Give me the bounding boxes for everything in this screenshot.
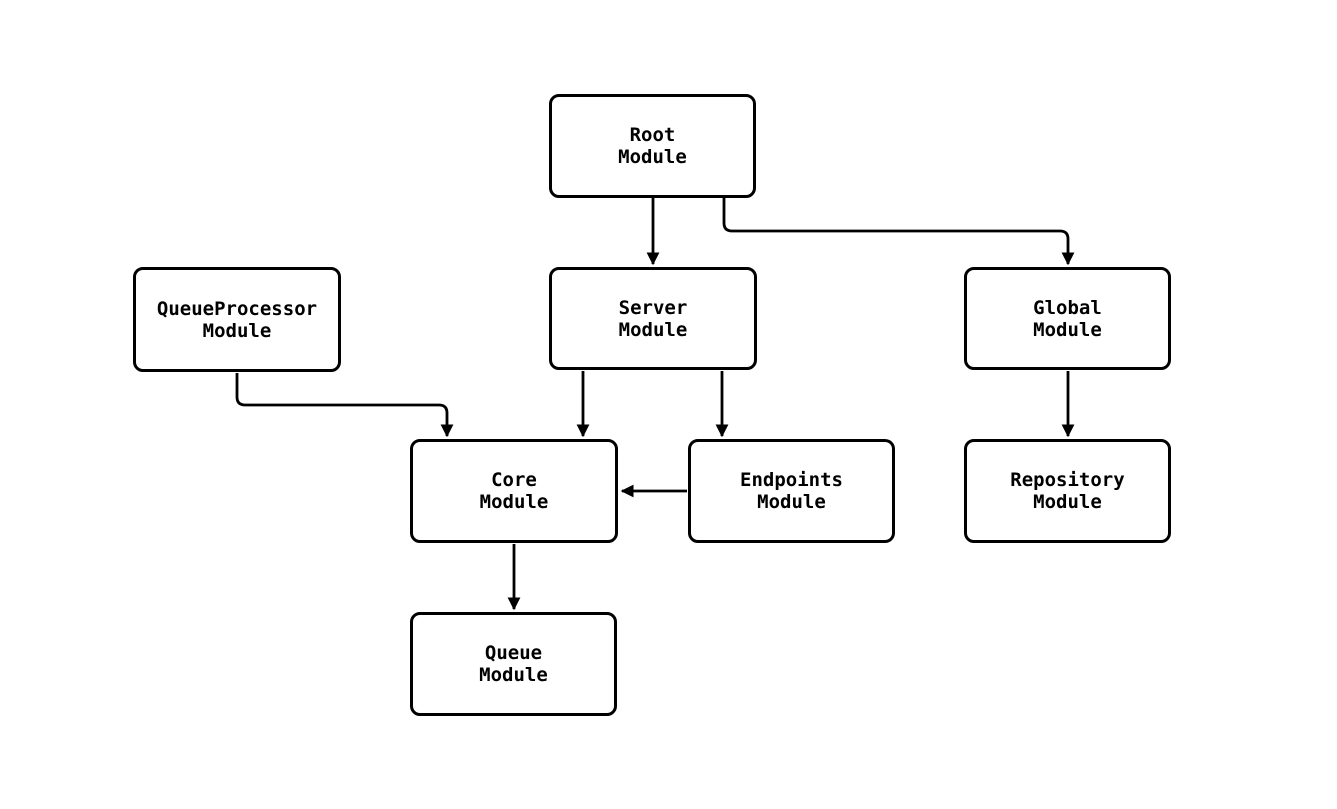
node-global-module: Global Module (964, 267, 1171, 370)
node-queue-module-label: Queue Module (479, 642, 548, 686)
node-root-module: Root Module (549, 94, 756, 198)
node-queueprocessor-module: QueueProcessor Module (133, 267, 341, 372)
node-server-module: Server Module (549, 267, 757, 370)
node-queueprocessor-module-label: QueueProcessor Module (156, 297, 318, 342)
node-repository-module: Repository Module (964, 439, 1171, 543)
node-queue-module: Queue Module (410, 612, 617, 716)
node-endpoints-module: Endpoints Module (688, 439, 895, 543)
node-endpoints-module-label: Endpoints Module (740, 469, 843, 513)
node-server-module-label: Server Module (618, 296, 688, 341)
node-core-module-label: Core Module (479, 469, 549, 513)
edge-queueprocessor-to-core (235, 373, 454, 438)
node-global-module-label: Global Module (1033, 296, 1102, 341)
node-root-module-label: Root Module (618, 124, 687, 168)
node-core-module: Core Module (410, 439, 618, 543)
edge-root-to-global (722, 198, 1075, 266)
node-repository-module-label: Repository Module (1010, 469, 1125, 513)
